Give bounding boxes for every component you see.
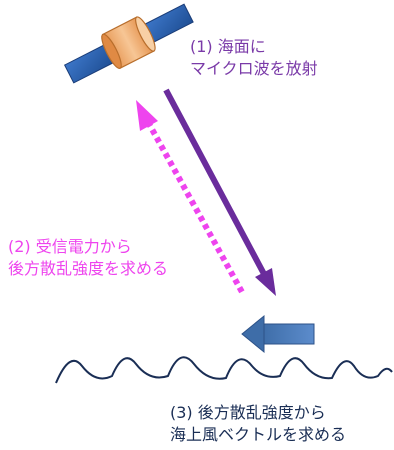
- wind-label-line2: 海上風ベクトルを求める: [170, 425, 347, 444]
- satellite-icon: [63, 3, 194, 84]
- backscatter-label-line1: (2) 受信電力から: [8, 237, 132, 256]
- backscatter-label-line2: 後方散乱強度を求める: [8, 259, 169, 278]
- backscatter-label: (2) 受信電力から 後方散乱強度を求める: [8, 236, 168, 280]
- backscatter-arrow: [136, 100, 245, 294]
- wind-label: (3) 後方散乱強度から 海上風ベクトルを求める: [170, 402, 346, 446]
- emit-arrow: [163, 88, 276, 296]
- emit-label: (1) 海面に マイクロ波を放射: [190, 36, 318, 80]
- emit-label-line2: マイクロ波を放射: [190, 59, 318, 78]
- sea-surface-line: [55, 356, 393, 384]
- emit-label-line1: (1) 海面に: [190, 37, 266, 56]
- wind-label-line1: (3) 後方散乱強度から: [170, 403, 326, 422]
- satellite-body: [101, 16, 156, 70]
- wind-arrow-icon: [241, 314, 315, 354]
